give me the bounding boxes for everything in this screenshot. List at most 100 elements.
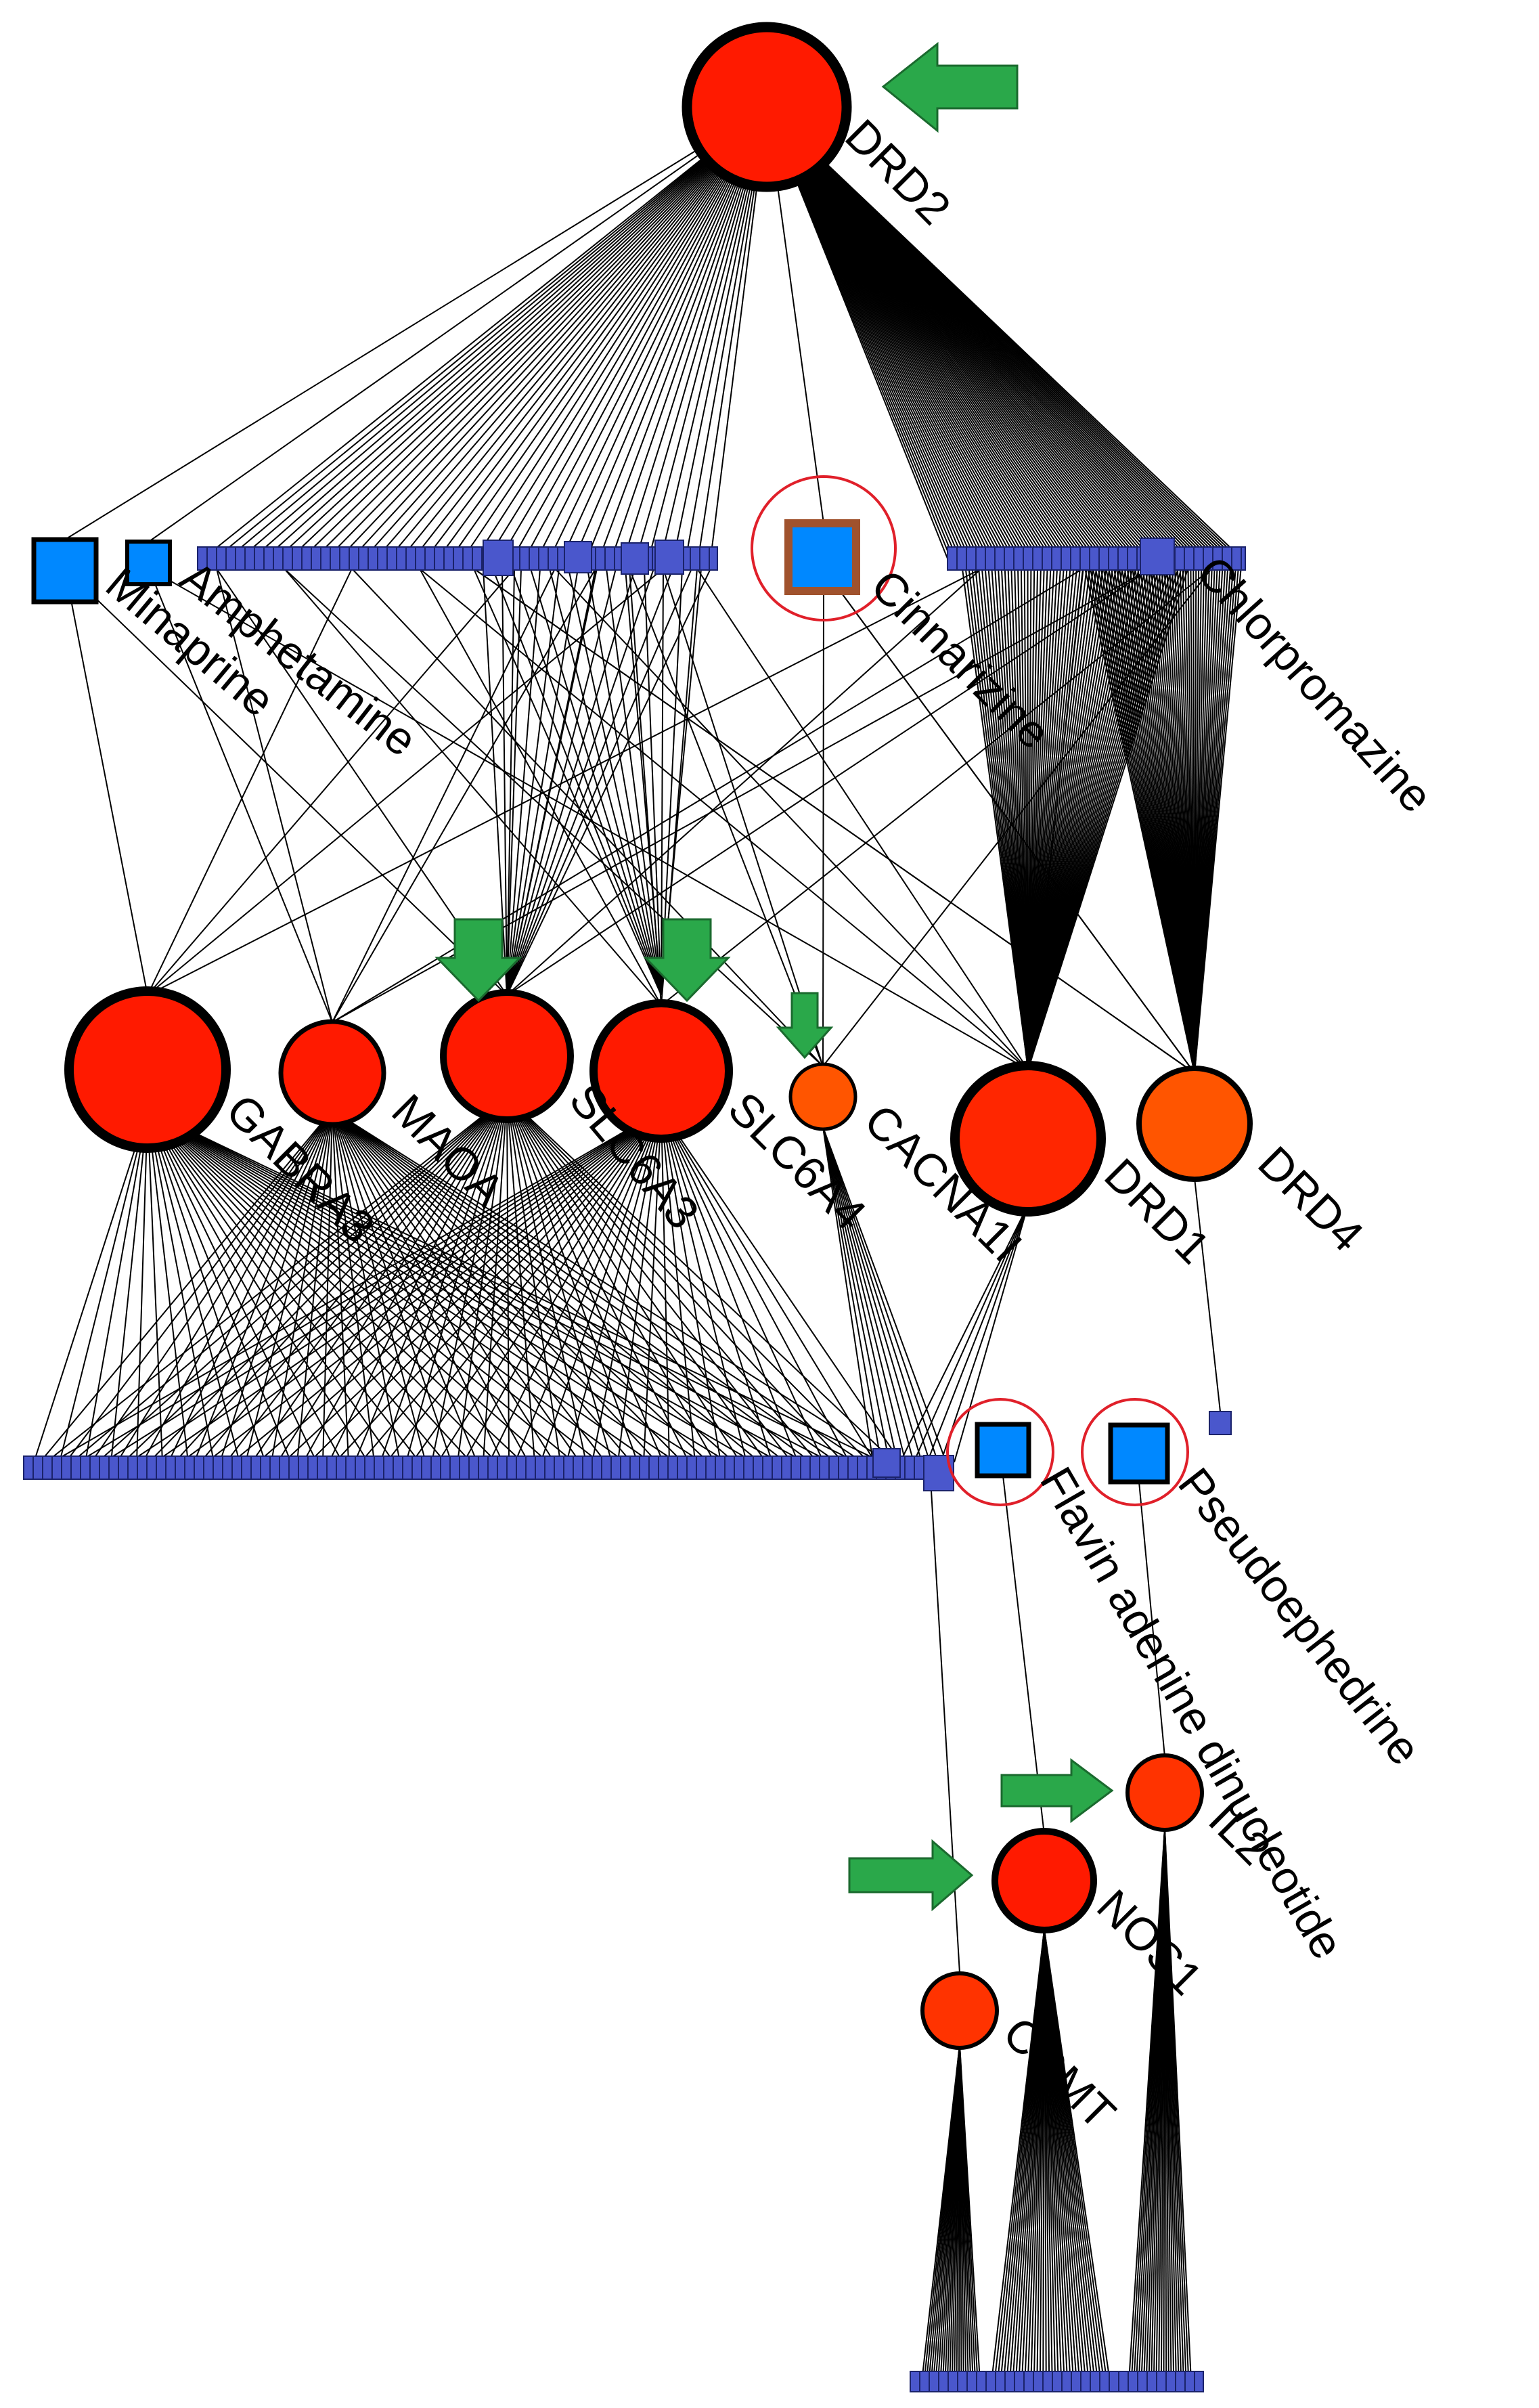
edge [822, 1126, 914, 1463]
edge [400, 106, 767, 559]
edge [419, 568, 662, 1006]
drug-node-minaprine[interactable] [31, 537, 99, 605]
edge [147, 1110, 317, 1463]
edge [1164, 1827, 1192, 2382]
edge [625, 568, 662, 996]
target-node-comt[interactable] [920, 1971, 999, 2050]
edge [147, 1110, 189, 1463]
edge [587, 568, 662, 996]
target-node-drd4[interactable] [1136, 1066, 1253, 1182]
edge [822, 1126, 931, 1463]
drug-node-cinnarizine[interactable] [784, 519, 860, 595]
edge [64, 106, 767, 540]
target-node-maoa[interactable] [278, 1019, 386, 1127]
target-node-cacna1i[interactable] [788, 1062, 857, 1131]
drug-node-small[interactable] [564, 541, 592, 573]
edge [284, 568, 662, 1006]
drug-node-small[interactable] [621, 542, 649, 575]
edge [147, 1110, 626, 1463]
edge [661, 1110, 696, 1463]
target-node-drd1[interactable] [950, 1061, 1106, 1217]
drug-node-small[interactable] [483, 540, 514, 576]
drug-node-small[interactable] [872, 1448, 901, 1478]
edge [822, 1126, 947, 1463]
drug-node-pseudoephedrine[interactable] [1108, 1422, 1170, 1485]
edge [913, 1204, 1029, 1463]
edge [822, 1126, 906, 1463]
edge [231, 1110, 662, 1463]
edge [506, 568, 617, 996]
edge [822, 590, 824, 1067]
edge [487, 106, 767, 559]
target-node-slc6a3[interactable] [440, 989, 574, 1123]
edge [419, 568, 1029, 1070]
edge [506, 568, 711, 996]
edge [592, 1110, 662, 1463]
edge [147, 1110, 729, 1463]
edge [301, 106, 767, 559]
edge [309, 1110, 662, 1463]
edge [264, 106, 767, 559]
label-nos1: NOS1 [1087, 1880, 1212, 2005]
green-arrows [434, 41, 1114, 1912]
edge [506, 568, 515, 996]
target-node-nos1[interactable] [991, 1828, 1097, 1933]
target-node-il2[interactable] [1125, 1753, 1204, 1832]
edge [147, 1110, 755, 1463]
target-node-gabra[interactable] [64, 986, 231, 1153]
edge [147, 1110, 857, 1463]
highlight-circle-cinnarizine [751, 475, 897, 621]
target-node-slc6a4[interactable] [589, 999, 733, 1143]
edge [147, 1110, 832, 1463]
drug-node-fad[interactable] [975, 1422, 1031, 1479]
highlight-layer [751, 475, 1189, 1506]
edge [33, 1110, 148, 1463]
edge [549, 568, 662, 996]
edge [147, 568, 515, 996]
edge [766, 106, 1243, 559]
edge [147, 1110, 240, 1463]
drug-node-small[interactable] [1209, 1411, 1232, 1435]
edge [363, 106, 767, 559]
edge [643, 1110, 662, 1463]
edge [437, 106, 767, 559]
edge [506, 1096, 895, 1463]
edge [91, 1110, 333, 1463]
edge [514, 1110, 662, 1463]
edge [1138, 1481, 1165, 1757]
edge [822, 1126, 890, 1463]
edge [216, 568, 333, 1023]
drug-node-amphetamine[interactable] [125, 540, 172, 586]
edge [506, 1096, 690, 1463]
edge [506, 568, 522, 996]
target-node-drd2[interactable] [682, 22, 852, 192]
edge [506, 568, 673, 996]
edge [97, 1096, 508, 1463]
edges-layer [33, 106, 1243, 2382]
edge [506, 1096, 561, 1463]
edge [506, 568, 982, 996]
edge [644, 568, 662, 996]
green-arrow-icon [848, 1839, 974, 1912]
drug-node-small[interactable] [654, 540, 684, 575]
edge [147, 1110, 780, 1463]
edge [206, 1110, 662, 1463]
edge [51, 1110, 662, 1463]
edge [511, 568, 662, 996]
highlight-circle-pseudoephedrine [1081, 1398, 1189, 1506]
edge [499, 106, 767, 559]
drug-node-small[interactable] [1140, 538, 1175, 575]
edge [661, 1110, 773, 1463]
edge [332, 568, 556, 1023]
edge [506, 568, 598, 996]
edge [147, 1110, 163, 1463]
edge [457, 1096, 508, 1463]
edge [661, 1110, 721, 1463]
edge [506, 1096, 767, 1463]
edge [661, 1110, 670, 1463]
edge [554, 568, 1029, 1070]
edge [506, 568, 635, 996]
edge [530, 568, 662, 996]
edge [661, 1110, 850, 1463]
